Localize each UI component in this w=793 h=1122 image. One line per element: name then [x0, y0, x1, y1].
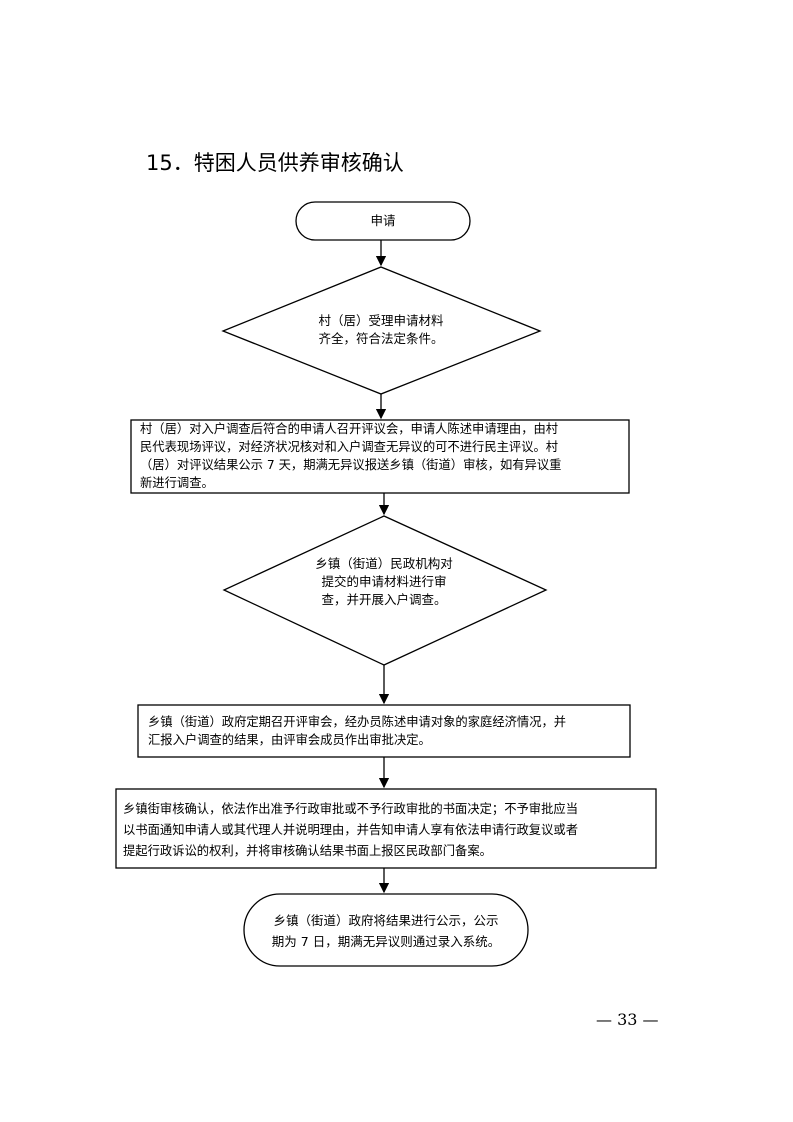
step1-label: 村（居）对入户调查后符合的申请人召开评议会，申请人陈述申请理由，由村 民代表现场… [140, 422, 562, 490]
step3-box [115, 788, 657, 869]
step1-box [130, 419, 630, 494]
step2-label: 乡镇（街道）政府定期召开评审会，经办员陈述申请对象的家庭经济情况，并 汇报入户调… [148, 715, 567, 747]
page-title: 15．特困人员供养审核确认 [146, 151, 404, 175]
decision1-label: 村（居）受理申请材料 齐全，符合法定条件。 [318, 313, 444, 346]
step3-label: 乡镇街审核确认，依法作出准予行政审批或不予行政审批的书面决定；不予审批应当 以书… [123, 802, 578, 858]
end-terminator [243, 893, 529, 967]
decision2-label: 乡镇（街道）民政机构对 提交的申请材料进行审 查，并开展入户调查。 [315, 556, 453, 607]
start-terminator [295, 201, 471, 241]
start-label: 申请 [370, 213, 396, 228]
end-label: 乡镇（街道）政府将结果进行公示，公示 期为 7 日，期满无异议则通过录入系统。 [271, 913, 501, 949]
page-number: — 33 — [596, 1010, 659, 1029]
